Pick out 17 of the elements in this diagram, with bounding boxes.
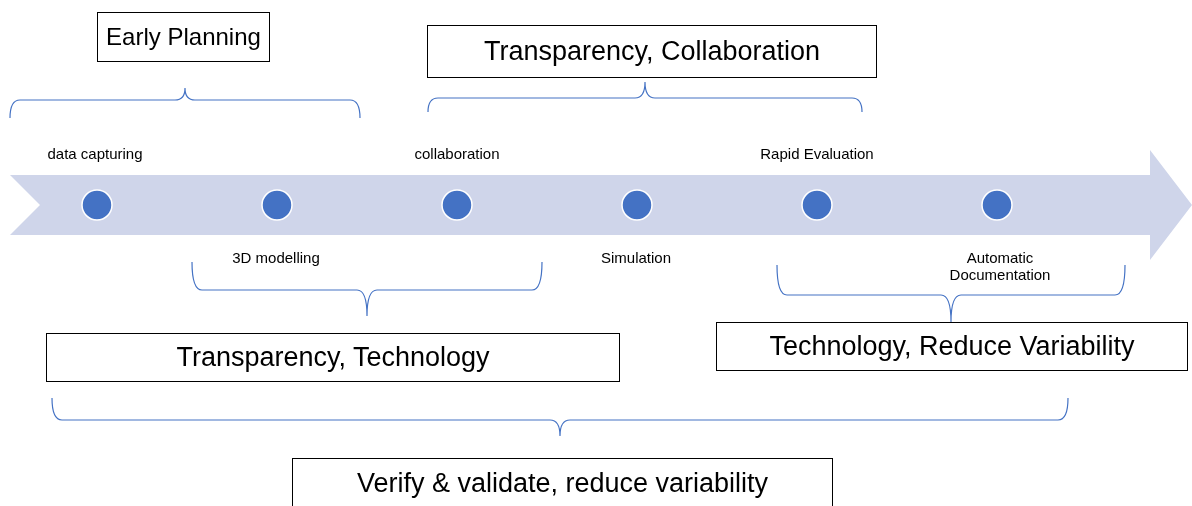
text-box: Early Planning bbox=[97, 12, 270, 62]
timeline-dot bbox=[981, 189, 1013, 221]
stage-label: data capturing bbox=[47, 145, 143, 162]
timeline-dot bbox=[621, 189, 653, 221]
text-box: Transparency, Collaboration bbox=[427, 25, 877, 78]
text-box: Transparency, Technology bbox=[46, 333, 620, 382]
stage-label: Simulation bbox=[601, 249, 671, 266]
stage-label: Rapid Evaluation bbox=[760, 145, 874, 162]
text-box: Verify & validate, reduce variability bbox=[292, 458, 833, 506]
timeline-dot bbox=[81, 189, 113, 221]
stage-label: Automatic Documentation bbox=[948, 249, 1052, 283]
timeline-dot bbox=[261, 189, 293, 221]
stage-label: collaboration bbox=[414, 145, 500, 162]
timeline-dot bbox=[801, 189, 833, 221]
stage-label: 3D modelling bbox=[232, 249, 320, 266]
text-box: Technology, Reduce Variability bbox=[716, 322, 1188, 371]
timeline-dot bbox=[441, 189, 473, 221]
